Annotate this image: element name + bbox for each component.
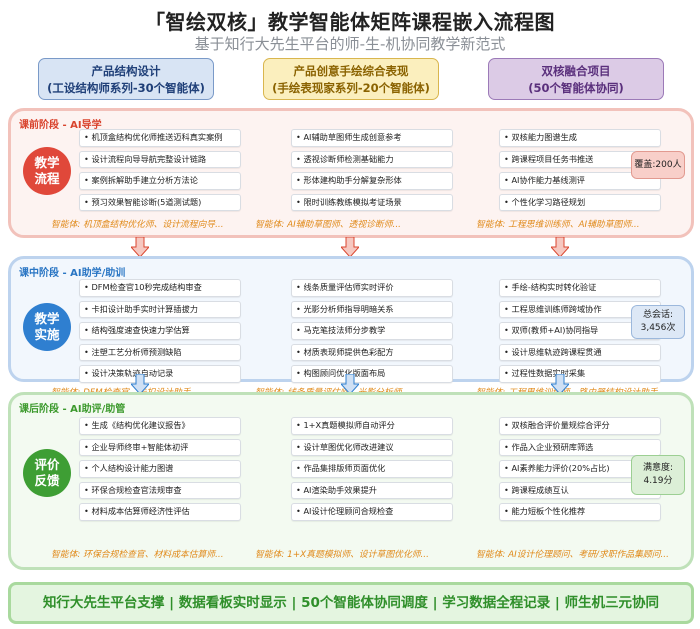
list-item: 设计思维轨迹跨课程贯通 [499, 343, 661, 361]
agent-caption: 智能体: 环保合规检查官、材料成本估算师... [51, 550, 224, 560]
stage-in-class: 课中阶段 - AI助学/助训 教学 实施 DFM检查官10秒完成结构审查 卡扣设… [8, 256, 694, 398]
column-header-subtitle: (工设结构师系列-30个智能体) [47, 81, 205, 95]
list-item: AI协作能力基线测评 [499, 172, 661, 190]
list-item: 形体建构助手分解复杂形体 [291, 172, 453, 190]
stage-label: 课中阶段 - AI助学/助训 [19, 268, 126, 279]
list-item: AI辅助草图师生成创意参考 [291, 129, 453, 147]
list-item: 设计草图优化师改进建议 [291, 438, 453, 456]
agent-caption: 智能体: 工程思维训练师、AI辅助草图师... [476, 220, 640, 230]
list-item: 过程性数据实时采集 [499, 365, 661, 383]
item-list-col1: 生成《结构优化建议报告》 企业导师终审+智能体初评 个人结构设计能力图谱 环保合… [79, 417, 241, 525]
page-subtitle: 基于知行大先生平台的师-生-机协同教学新范式 [194, 35, 506, 53]
circle-text-line: 流程 [34, 171, 60, 186]
stage-circle-teaching-implementation: 教学 实施 [23, 303, 71, 351]
stat-badge-coverage: 覆盖:200人 [631, 151, 685, 179]
list-item: 1+X真题模拟师自动评分 [291, 417, 453, 435]
list-item: 预习效果智能诊断(5道测试题) [79, 193, 241, 211]
list-item: 个人结构设计能力图谱 [79, 460, 241, 478]
column-header-subtitle: (手绘表现家系列-20个智能体) [272, 81, 430, 95]
page-title: 「智绘双核」教学智能体矩阵课程嵌入流程图 [145, 10, 555, 34]
list-item: 手绘-结构实时转化验证 [499, 279, 661, 297]
list-item: AI渲染助手效果提升 [291, 481, 453, 499]
list-item: 结构强度速查快速力学估算 [79, 322, 241, 340]
list-item: 透视诊断师检测基础能力 [291, 150, 453, 168]
list-item: DFM检查官10秒完成结构审查 [79, 279, 241, 297]
stat-badge-satisfaction: 满意度: 4.19分 [631, 455, 685, 495]
circle-text-line: 实施 [34, 327, 60, 342]
agent-caption: 智能体: AI辅助草图师、透视诊断师... [255, 220, 401, 230]
circle-text-line: 反馈 [34, 473, 60, 488]
column-header-subtitle: (50个智能体协同) [528, 81, 624, 95]
list-item: 个性化学习路径规划 [499, 193, 661, 211]
stage-label: 课后阶段 - AI助评/助管 [19, 404, 126, 415]
list-item: 光影分析师指导明暗关系 [291, 300, 453, 318]
list-item: 设计决策轨迹自动记录 [79, 365, 241, 383]
list-item: 线条质量评估师实时评价 [291, 279, 453, 297]
list-item: 机顶盒结构优化师推送迈科真实案例 [79, 129, 241, 147]
circle-text-line: 评价 [34, 457, 60, 472]
list-item: 限时训练教练模拟考证场景 [291, 193, 453, 211]
list-item: 企业导师终审+智能体初评 [79, 438, 241, 456]
list-item: 能力短板个性化推荐 [499, 503, 661, 521]
circle-text-line: 教学 [34, 155, 60, 170]
stage-post-class: 课后阶段 - AI助评/助管 评价 反馈 生成《结构优化建议报告》 企业导师终审… [8, 392, 694, 570]
list-item: 环保合规检查官法规审查 [79, 481, 241, 499]
stage-pre-class: 课前阶段 - AI导学 教学 流程 机顶盒结构优化师推送迈科真实案例 设计流程向… [8, 108, 694, 238]
agent-caption: 智能体: 1+X真题模拟师、设计草图优化师... [255, 550, 429, 560]
column-header-structure-design: 产品结构设计 (工设结构师系列-30个智能体) [38, 58, 214, 100]
column-header-title: 双核融合项目 [541, 64, 611, 78]
list-item: 注塑工艺分析师预测缺陷 [79, 343, 241, 361]
column-header-sketch-expression: 产品创意手绘综合表现 (手绘表现家系列-20个智能体) [263, 58, 439, 100]
stage-circle-teaching-process: 教学 流程 [23, 147, 71, 195]
list-item: 卡扣设计助手实时计算插拔力 [79, 300, 241, 318]
agent-caption: 智能体: AI设计伦理顾问、考研/求职作品集顾问... [476, 550, 669, 560]
column-header-fusion-project: 双核融合项目 (50个智能体协同) [488, 58, 664, 100]
list-item: 案例拆解助手建立分析方法论 [79, 172, 241, 190]
stage-label: 课前阶段 - AI导学 [19, 120, 102, 131]
circle-text-line: 教学 [34, 311, 60, 326]
list-item: AI设计伦理顾问合规检查 [291, 503, 453, 521]
list-item: 材质表现师提供色彩配方 [291, 343, 453, 361]
list-item: 作品入企业预研库筛选 [499, 438, 661, 456]
list-item: 生成《结构优化建议报告》 [79, 417, 241, 435]
list-item: 双核融合评价量规综合评分 [499, 417, 661, 435]
item-list-col1: 机顶盒结构优化师推送迈科真实案例 设计流程向导导航完整设计链路 案例拆解助手建立… [79, 129, 241, 215]
item-list-col2: 线条质量评估师实时评价 光影分析师指导明暗关系 马克笔技法师分步教学 材质表现师… [291, 279, 453, 387]
column-header-title: 产品创意手绘综合表现 [293, 64, 409, 78]
item-list-col3: 手绘-结构实时转化验证 工程思维训练师跨域协作 双师(教师+AI)协同指导 设计… [499, 279, 661, 387]
stat-badge-sessions: 总会话: 3,456次 [631, 305, 685, 339]
platform-support-banner: 知行大先生平台支撑 | 数据看板实时显示 | 50个智能体协同调度 | 学习数据… [8, 582, 694, 624]
agent-caption: 智能体: 机顶盒结构优化师、设计流程向导... [51, 220, 224, 230]
item-list-col1: DFM检查官10秒完成结构审查 卡扣设计助手实时计算插拔力 结构强度速查快速力学… [79, 279, 241, 387]
list-item: 材料成本估算师经济性评估 [79, 503, 241, 521]
list-item: 双核能力图谱生成 [499, 129, 661, 147]
list-item: 马克笔技法师分步教学 [291, 322, 453, 340]
stage-circle-evaluation-feedback: 评价 反馈 [23, 449, 71, 497]
item-list-col2: AI辅助草图师生成创意参考 透视诊断师检测基础能力 形体建构助手分解复杂形体 限… [291, 129, 453, 215]
list-item: 跨课程项目任务书推送 [499, 150, 661, 168]
list-item: 设计流程向导导航完整设计链路 [79, 150, 241, 168]
column-header-title: 产品结构设计 [91, 64, 161, 78]
item-list-col2: 1+X真题模拟师自动评分 设计草图优化师改进建议 作品集排版师页面优化 AI渲染… [291, 417, 453, 525]
item-list-col3: 双核融合评价量规综合评分 作品入企业预研库筛选 AI素养能力评价(20%占比) … [499, 417, 661, 525]
list-item: 构图顾问优化版面布局 [291, 365, 453, 383]
list-item: 作品集排版师页面优化 [291, 460, 453, 478]
item-list-col3: 双核能力图谱生成 跨课程项目任务书推送 AI协作能力基线测评 个性化学习路径规划 [499, 129, 661, 215]
